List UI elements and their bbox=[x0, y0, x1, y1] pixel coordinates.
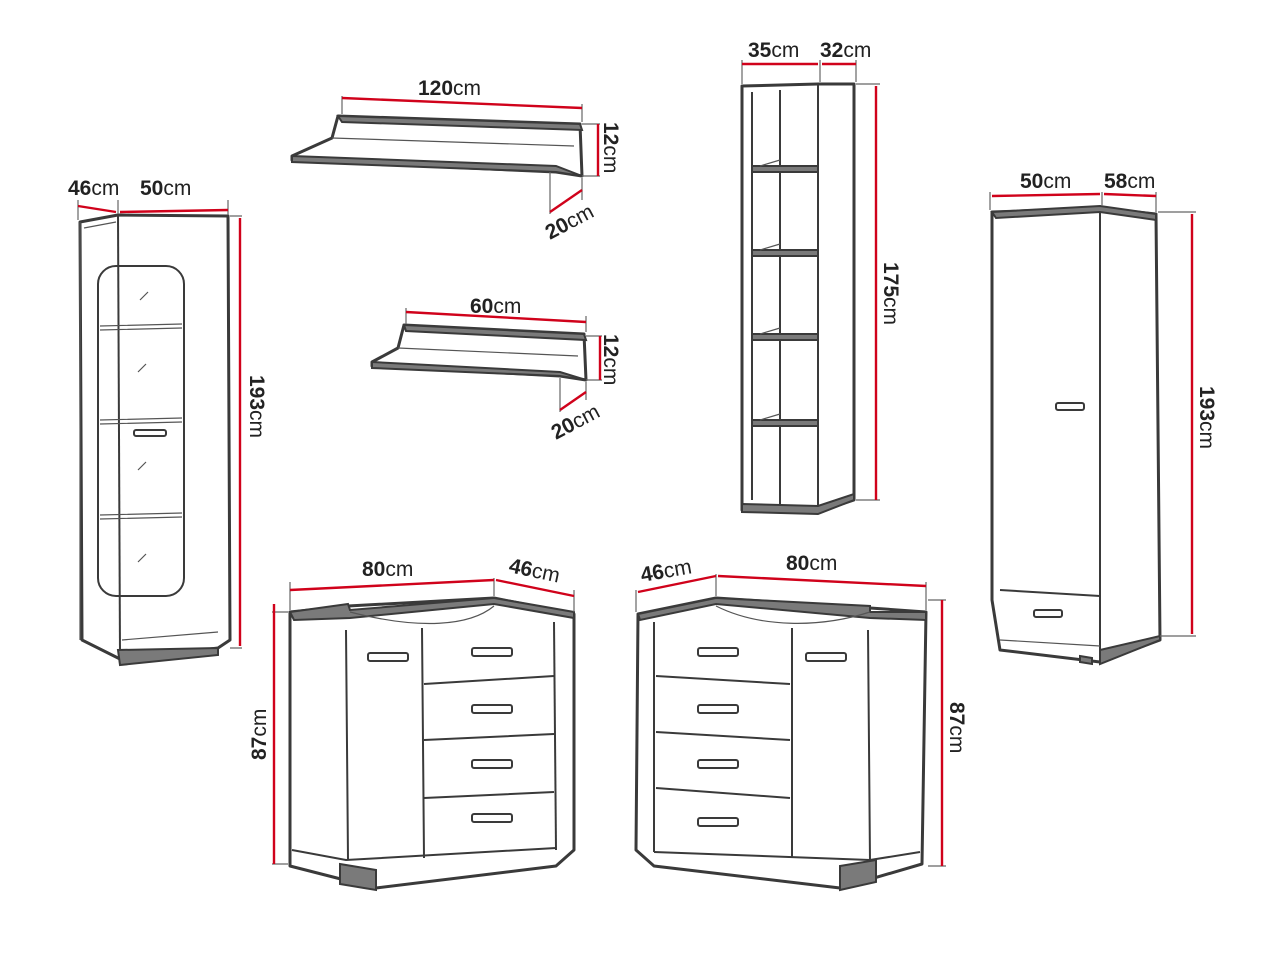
bookcase bbox=[740, 82, 856, 516]
chest-left-drawer2-handle bbox=[471, 704, 513, 714]
shelf-large bbox=[290, 114, 584, 178]
bookcase-depth-label: 35cm bbox=[748, 39, 799, 62]
wardrobe-depth-label: 58cm bbox=[1104, 170, 1155, 193]
chest-left-drawer3-handle bbox=[471, 759, 513, 769]
vitrine-glass-panel bbox=[97, 265, 185, 597]
shelf-large-width-label: 120cm bbox=[418, 77, 481, 100]
vitrine-dimensions: 46cm 50cm 193cm bbox=[68, 177, 268, 649]
chest-left-door-handle bbox=[367, 652, 409, 662]
wardrobe-height-label: 193cm bbox=[1195, 386, 1218, 449]
chest-left-dimensions: 80cm 46cm 87cm bbox=[248, 554, 575, 865]
chest-right-depth-label: 46cm bbox=[639, 555, 694, 587]
bookcase-dimensions: 35cm 32cm 175cm bbox=[741, 39, 902, 501]
wardrobe-drawer-handle bbox=[1033, 609, 1063, 618]
chest-right-drawer1-handle bbox=[697, 647, 739, 657]
chest-right-drawer3-handle bbox=[697, 759, 739, 769]
wardrobe-dimensions: 50cm 58cm 193cm bbox=[989, 170, 1218, 637]
chest-left-depth-label: 46cm bbox=[507, 554, 562, 587]
chest-left-drawer1-handle bbox=[471, 647, 513, 657]
chest-right-drawer4-handle bbox=[697, 817, 739, 827]
chest-left-width-label: 80cm bbox=[362, 558, 413, 581]
chest-right-dimensions: 46cm 80cm 87cm bbox=[635, 552, 968, 867]
bookcase-height-label: 175cm bbox=[879, 262, 902, 325]
bookcase-width-label: 32cm bbox=[820, 39, 871, 62]
chest-right-door-handle bbox=[805, 652, 847, 662]
vitrine-cabinet bbox=[78, 213, 232, 667]
wardrobe-width-label: 50cm bbox=[1020, 170, 1071, 193]
chest-left-drawer4-handle bbox=[471, 813, 513, 823]
chest-of-drawers-left bbox=[288, 596, 576, 892]
shelf-small bbox=[370, 323, 588, 382]
shelf-large-height-label: 12cm bbox=[599, 122, 622, 173]
vitrine-depth-label: 46cm bbox=[68, 177, 119, 200]
wardrobe bbox=[990, 204, 1162, 666]
chest-of-drawers-right bbox=[634, 596, 928, 892]
chest-left-height-label: 87cm bbox=[248, 709, 271, 760]
shelf-small-width-label: 60cm bbox=[470, 295, 521, 318]
chest-right-height-label: 87cm bbox=[945, 702, 968, 753]
vitrine-height-label: 193cm bbox=[245, 375, 268, 438]
wardrobe-door-handle bbox=[1055, 402, 1085, 411]
chest-right-width-label: 80cm bbox=[786, 552, 837, 575]
chest-right-drawer2-handle bbox=[697, 704, 739, 714]
vitrine-width-label: 50cm bbox=[140, 177, 191, 200]
shelf-small-height-label: 12cm bbox=[599, 334, 622, 385]
shelf-small-depth-label: 20cm bbox=[548, 400, 604, 444]
